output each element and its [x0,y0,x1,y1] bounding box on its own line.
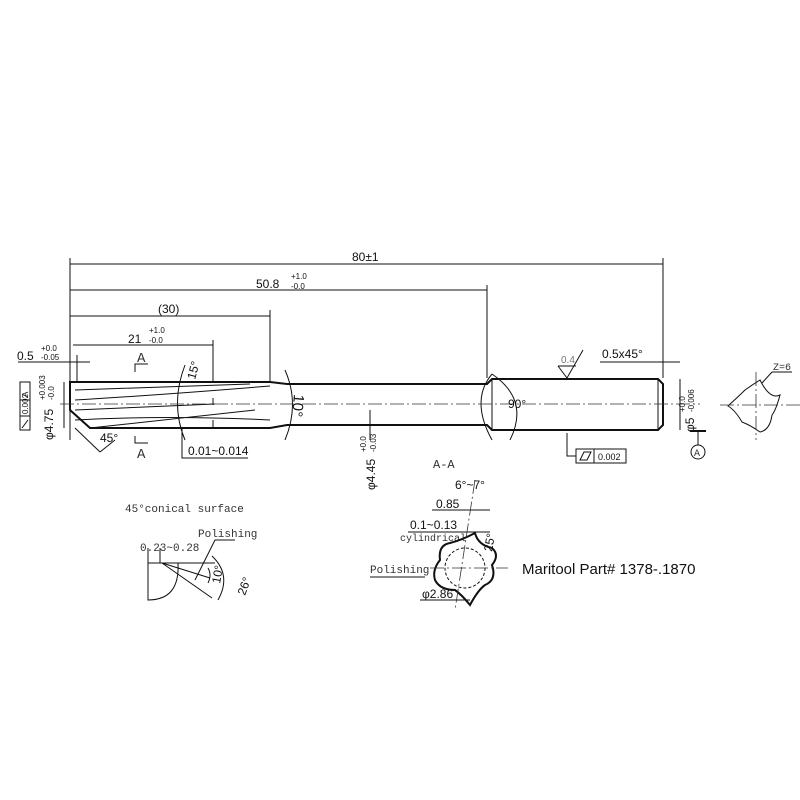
margin: 0.1~0.13 [410,518,457,532]
tol-lower: -0.0 [149,336,163,345]
tol-lower: -0.006 [687,389,696,412]
flute-length-dim: 21 [128,332,142,346]
reamer-body [69,364,664,453]
relief-angle: 25° [481,532,498,553]
tol-upper: +0.0 [678,396,687,412]
tol-lower: -0.0 [47,386,56,400]
tol-upper: +0.0 [359,436,368,452]
tol-upper: +1.0 [149,326,165,335]
extension-lines [69,258,664,440]
helix-angle: 15° [184,359,202,380]
datum-letter: A [694,449,700,460]
tol-upper: +0.0 [41,344,57,353]
shank-diameter-dim: φ5 [683,417,697,432]
tol-upper: +1.0 [291,272,307,281]
runout-value: 0.002 [21,393,30,414]
rake-angle: 6°~7° [455,478,485,492]
angle-large: 26° [235,575,254,597]
chamfer-length-dim: 0.5 [17,349,34,363]
core-diameter: φ2.86 [422,587,453,601]
detail-title: 45°conical surface [125,504,244,516]
section-label: A [137,351,146,367]
tol-lower: -0.0 [291,282,305,291]
land-width: 0.23~0.28 [140,543,199,555]
section-marker-top: A [134,351,148,372]
land-width: 0.85 [436,497,460,511]
angle-small: 10° [209,564,226,585]
tol-lower: -0.05 [41,353,60,362]
margin-dim: 0.01~0.014 [188,444,249,458]
dimension-lines [18,263,681,440]
ref-length-dim: (30) [158,302,179,316]
datum-a-symbol: A [690,430,706,460]
conical-surface-detail: 45°conical surface 0.23~0.28 Polishing 1… [125,504,257,601]
neck-angle: 10° [288,394,307,418]
neck-diameter-dim: φ4.45 [364,459,378,490]
surface-roughness-symbol: 0.4 [557,349,584,379]
roughness-value: 0.4 [561,355,575,366]
runout-tolerance-frame: 0.002 A [19,381,31,431]
margin-leader [181,428,248,459]
flute-to-shank-dim: 50.8 [256,277,280,291]
section-label: A [137,447,146,463]
polishing-note: Polishing [370,565,429,577]
flute-count: Z=6 [773,363,791,374]
shank-angle: 90° [508,397,526,411]
margin-note: cylindrical [400,533,466,545]
end-view-flutes: Z=6 [720,363,800,440]
tol-upper: +0.003 [38,375,47,400]
cutting-diameter-dim: φ4.75 [42,409,56,440]
chamfer-angle: 45° [100,431,118,445]
overall-length-dim: 80±1 [352,250,379,264]
section-a-a: A-A 6°~7° 0.85 0.1~0.13 cylindrical 25° … [370,458,508,611]
shank-chamfer-dim: 0.5x45° [602,347,643,361]
runout-datum: A [21,391,30,397]
section-marker-bottom: A [134,436,148,463]
cylindricity-frame: 0.002 [566,433,627,464]
tol-lower: -0.03 [369,433,378,452]
section-title: A-A [433,458,455,472]
part-number: Maritool Part# 1378-.1870 [522,561,695,578]
cylindricity-value: 0.002 [598,452,621,462]
polishing-note: Polishing [198,529,257,541]
